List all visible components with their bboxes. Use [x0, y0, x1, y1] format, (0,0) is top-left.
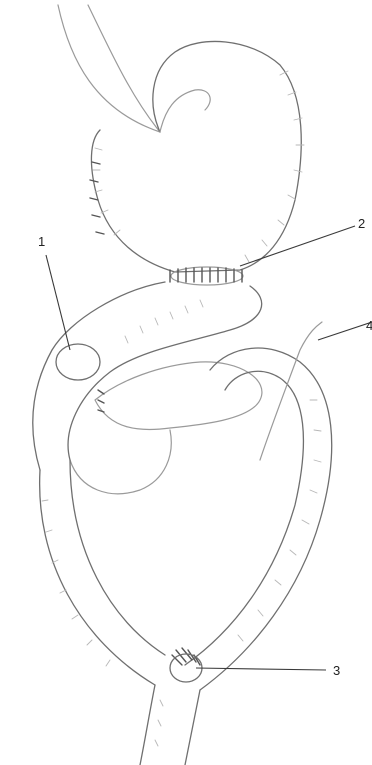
label-1: 1	[38, 234, 45, 249]
label-4: 4	[366, 318, 372, 333]
alimentary-limb	[33, 282, 262, 470]
biliopancreatic-limb	[260, 322, 322, 460]
leader-line-2	[240, 226, 355, 266]
leader-line-1	[46, 255, 70, 350]
gastrojejunal-anastomosis	[170, 267, 243, 285]
label-3: 3	[333, 663, 340, 678]
leader-line-3	[196, 668, 326, 670]
leader-line-4	[318, 322, 372, 340]
esophagus	[58, 5, 160, 132]
label-2: 2	[358, 216, 365, 231]
distal-limb	[140, 685, 200, 765]
leader-lines	[46, 226, 372, 670]
jejunal-blind-end	[56, 344, 100, 380]
